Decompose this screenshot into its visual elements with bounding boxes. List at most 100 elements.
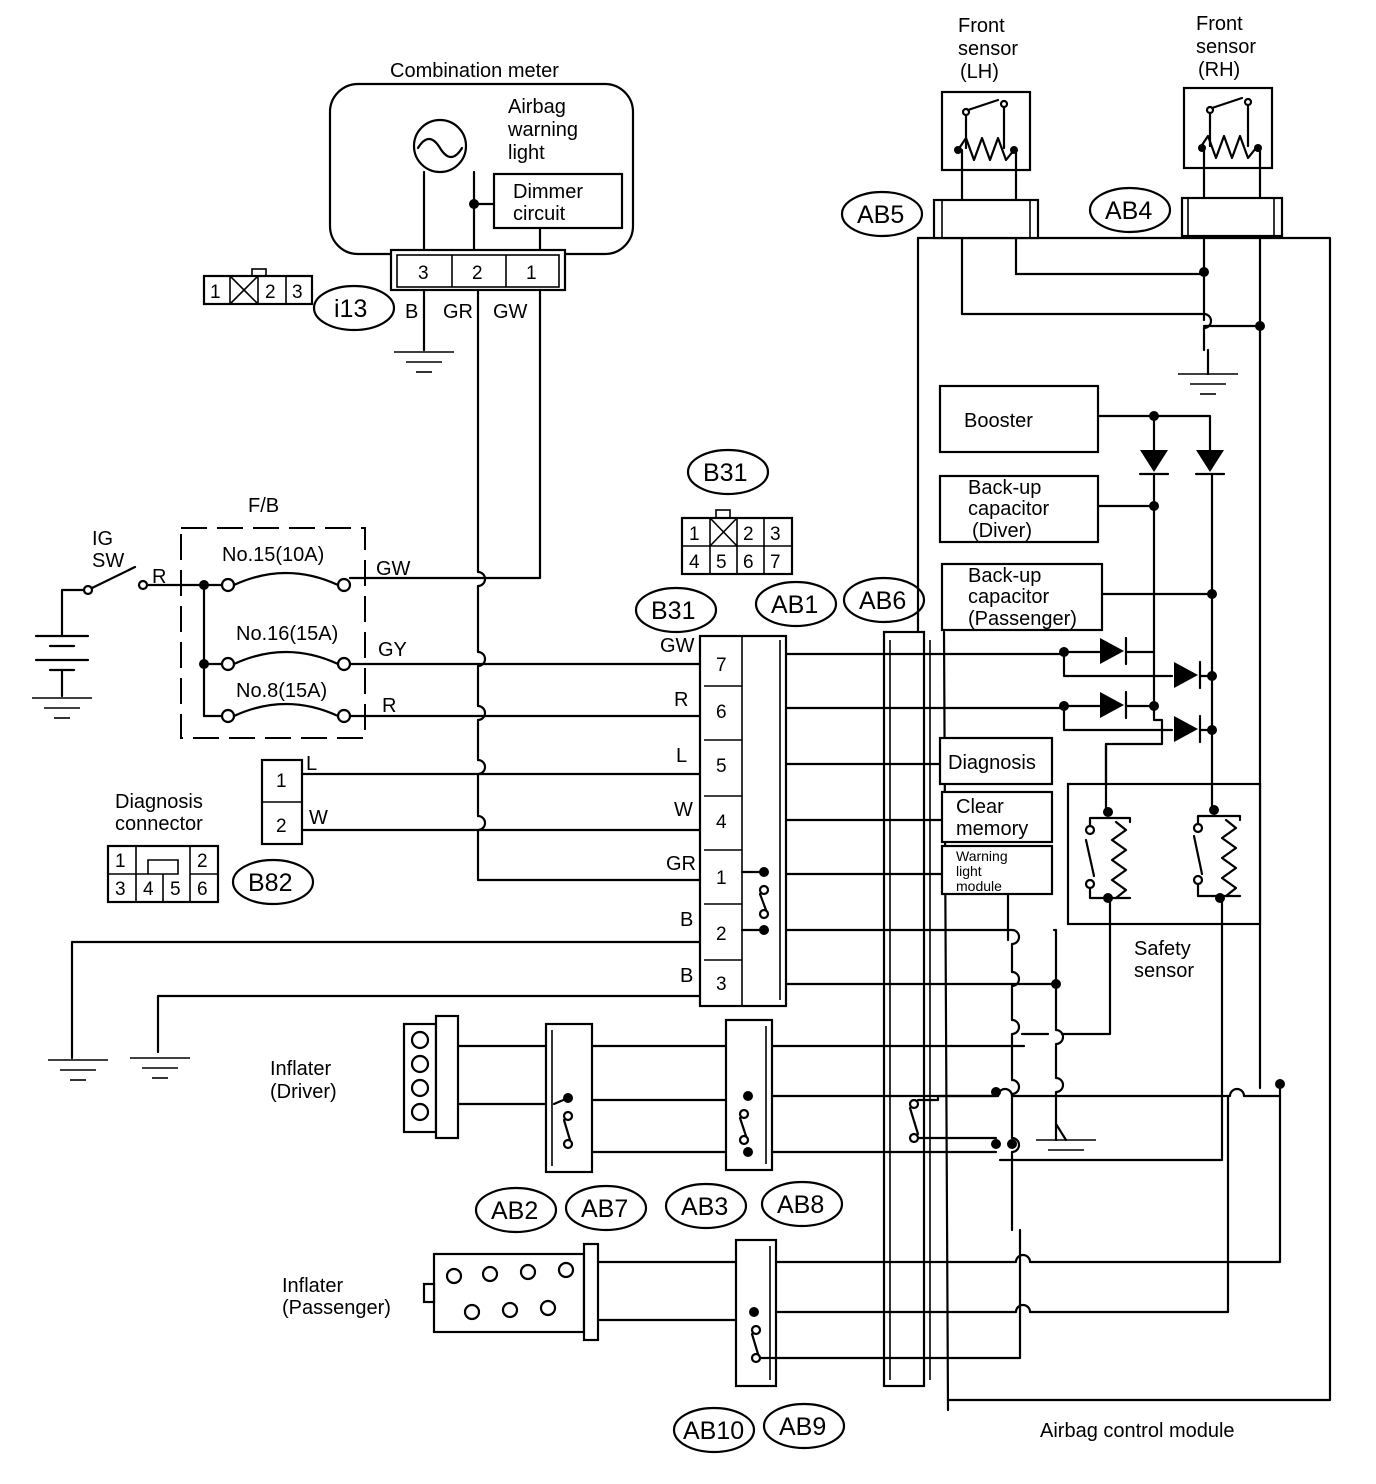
booster <box>938 384 1100 454</box>
warning-light-module-label-3: module <box>956 878 1002 894</box>
ab2-tag-label: AB2 <box>491 1197 538 1225</box>
airbag-warning-light-label-2: warning <box>507 119 578 141</box>
i13-icon-pin-2: 2 <box>265 282 276 303</box>
i13-tag <box>312 284 396 332</box>
airbag-warning-light-label-1: Airbag <box>508 96 566 118</box>
b82-icon-pin-2: 2 <box>197 851 208 872</box>
ab2-tag <box>474 1186 558 1234</box>
backup-capacitor-driver <box>938 474 1100 544</box>
diode-passenger-2-icon <box>1174 714 1202 744</box>
fuse-out-gy: GY <box>378 639 407 661</box>
ab10-tag <box>672 1406 756 1454</box>
ab4-tag-label: AB4 <box>1105 197 1152 225</box>
b82-tag <box>231 858 315 906</box>
ab6-tag-label: AB6 <box>859 587 906 615</box>
ab9-tag <box>762 1402 846 1450</box>
safety-sensor <box>1066 782 1262 926</box>
fuse-15-label: No.15(10A) <box>222 544 324 566</box>
diagnosis-connector: 1 2 <box>260 758 304 846</box>
diag-pin-2: 2 <box>276 816 287 837</box>
diagnosis-label: Diagnosis <box>948 752 1036 774</box>
ig-wire-r: R <box>152 566 166 588</box>
ab3-tag <box>664 1182 748 1230</box>
meter-wire-gr: GR <box>443 301 473 323</box>
diagnosis-connector-label-2: connector <box>115 813 203 835</box>
fuse-16-label: No.16(15A) <box>236 623 338 645</box>
b31-pin-6: 6 <box>716 702 727 723</box>
b31-top-tag-label: B31 <box>703 459 747 487</box>
ab9-tag-label: AB9 <box>779 1413 826 1441</box>
meter-pin-1: 1 <box>526 263 537 284</box>
fuse-out-gw: GW <box>376 558 411 580</box>
diagnosis-connector-label-1: Diagnosis <box>115 791 203 813</box>
b31-icon-pin-5: 5 <box>716 552 727 573</box>
b31-top-tag <box>686 448 770 496</box>
front-sensor-lh-label-2: sensor <box>958 38 1018 60</box>
b31-pin-4: 4 <box>716 812 727 833</box>
dimmer-circuit-label-2: circuit <box>513 203 566 225</box>
clear-memory-label-2: memory <box>956 818 1028 840</box>
b31-connector-icon: 1 2 3 4 5 6 7 <box>680 509 794 576</box>
warning-light-module-block <box>940 844 1054 896</box>
backup-cap-driver-label-2: capacitor <box>968 498 1049 520</box>
inflater-passenger <box>422 1242 600 1342</box>
b31-wire-gr: GR <box>666 853 696 875</box>
b31-wire-r: R <box>674 689 688 711</box>
diode-driver-1-icon <box>1100 636 1128 666</box>
combination-meter: Combination meter Airbag warning light D… <box>328 60 635 256</box>
i13-icon-pin-3: 3 <box>292 282 303 303</box>
b31-icon-pin-6: 6 <box>743 552 754 573</box>
inflater-passenger-label-1: Inflater <box>282 1275 343 1297</box>
inflater-driver <box>402 1014 1026 1140</box>
safety-sensor-label-2: sensor <box>1134 960 1194 982</box>
meter-connector: 3 2 1 <box>389 248 567 292</box>
meter-pin-3: 3 <box>418 263 429 284</box>
fb-label: F/B <box>248 495 279 517</box>
b31-wire-gw: GW <box>660 635 695 657</box>
ab4-tag <box>1088 186 1172 234</box>
b82-icon-pin-5: 5 <box>170 879 181 900</box>
b31-icon-pin-4: 4 <box>689 552 700 573</box>
ab1-tag <box>754 580 838 628</box>
b31-wire-b-1: B <box>680 909 693 931</box>
b82-tag-label: B82 <box>248 869 292 897</box>
airbag-control-module-label: Airbag control module <box>1040 1420 1235 1442</box>
backup-cap-passenger-label-3: (Passenger) <box>968 608 1077 630</box>
inflater-driver-label-2: (Driver) <box>270 1081 337 1103</box>
backup-cap-driver-label-1: Back-up <box>968 477 1041 499</box>
ab8-tag <box>760 1180 844 1228</box>
b31-tag-label: B31 <box>651 597 695 625</box>
front-sensor-rh: Front sensor (RH) <box>1182 13 1274 1090</box>
safety-sensor-label-1: Safety <box>1134 938 1191 960</box>
fuse-box: F/B No.15(10A) No.16(15A) No.8(15A) <box>180 495 366 739</box>
meter-wire-b: B <box>405 301 418 323</box>
diag-wire-l: L <box>306 753 317 775</box>
b31-pin-1: 1 <box>716 868 727 889</box>
b82-connector-icon: 1 2 3 4 5 6 <box>106 844 220 904</box>
ig-sw-label-2: SW <box>92 550 124 572</box>
fuse-8-label: No.8(15A) <box>236 680 327 702</box>
backup-cap-driver-label-3: (Diver) <box>972 520 1032 542</box>
ab10-ab9-connector <box>734 1238 778 1388</box>
ab3-tag-label: AB3 <box>681 1193 728 1221</box>
ab3-ab8-connector <box>724 1018 774 1172</box>
b31-pin-3: 3 <box>716 974 727 995</box>
b31-icon-pin-7: 7 <box>770 552 781 573</box>
b31-pin-7: 7 <box>716 655 727 676</box>
b82-icon-pin-4: 4 <box>143 879 154 900</box>
diag-pin-1: 1 <box>276 771 287 792</box>
front-sensor-lh-label-1: Front <box>958 15 1005 37</box>
b31-tag <box>634 586 718 634</box>
diag-wire-w: W <box>309 807 328 829</box>
inflater-driver-label-1: Inflater <box>270 1058 331 1080</box>
b31-wire-b-2: B <box>680 965 693 987</box>
ab1-tag-label: AB1 <box>771 591 818 619</box>
warning-light-module-label-1: Warning <box>956 848 1008 864</box>
airbag-warning-light-bulb-icon <box>412 118 476 254</box>
combination-meter-label: Combination meter <box>390 60 559 82</box>
b31-pin-5: 5 <box>716 756 727 777</box>
booster-diode-driver-icon <box>1138 450 1170 476</box>
ig-sw-label-1: IG <box>92 528 113 550</box>
diode-passenger-1-icon <box>1174 660 1202 690</box>
ab6-tag <box>842 576 926 624</box>
